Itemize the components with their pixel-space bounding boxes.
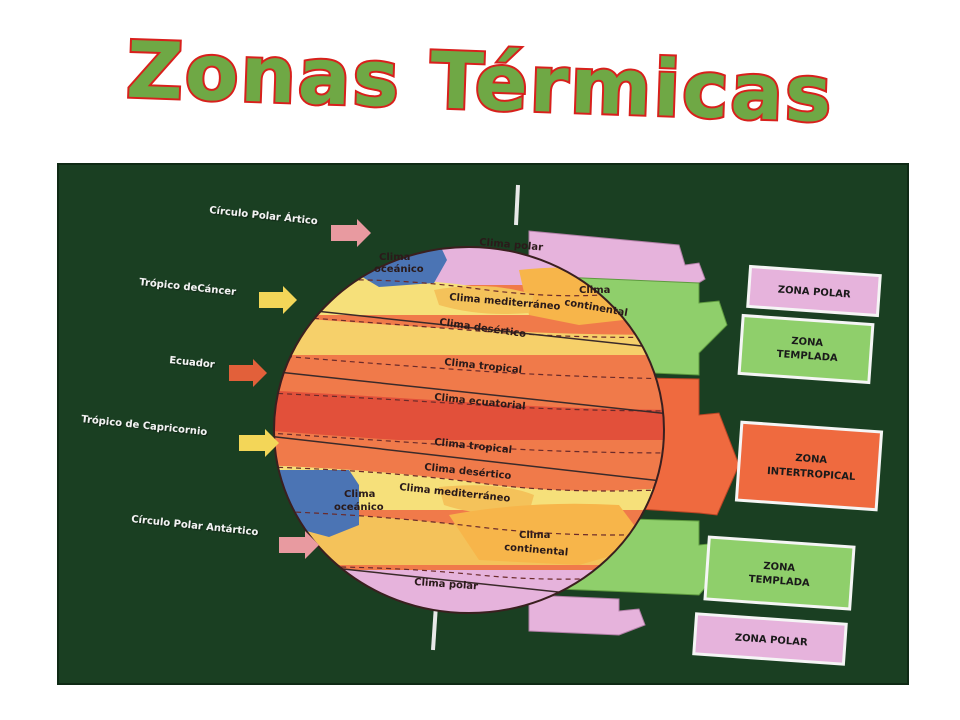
axis-south — [431, 604, 438, 651]
left-arrows — [229, 219, 371, 559]
label-clima-continental-norte-1: Clima — [579, 285, 610, 296]
label-clima-oceanico-sur-2: oceánico — [334, 501, 384, 513]
zone-templada-sur-1: ZONA — [763, 561, 796, 574]
label-clima-oceanico-norte-1: Clima — [379, 252, 410, 263]
zone-templada-norte-1: ZONA — [791, 336, 824, 349]
label-clima-oceanico-sur-1: Clima — [344, 489, 375, 500]
zone-polar-sur: ZONA POLAR — [734, 632, 808, 648]
page-title: Zonas Térmicas — [123, 24, 837, 143]
diagram-canvas: Clima polar Clima oceánico Clima contine… — [81, 184, 884, 666]
zone-polar-norte: ZONA POLAR — [777, 284, 851, 300]
label-circulo-polar-antartico: Círculo Polar Antártico — [131, 513, 259, 538]
zone-intertropical-1: ZONA — [795, 453, 828, 466]
label-clima-polar-sur: Clima polar — [414, 577, 479, 592]
zone-templada-norte-2: TEMPLADA — [776, 349, 838, 364]
label-tropico-cancer: Trópico deCáncer — [139, 276, 237, 298]
globe — [273, 246, 665, 614]
label-clima-oceanico-norte-2: oceánico — [374, 263, 424, 275]
label-clima-continental-sur-1: Clima — [519, 530, 550, 541]
zone-boxes — [692, 264, 884, 666]
label-tropico-capricornio: Trópico de Capricornio — [81, 413, 208, 438]
climate-zones-diagram: Clima polar Clima oceánico Clima contine… — [57, 163, 909, 685]
label-ecuador: Ecuador — [169, 355, 216, 371]
label-circulo-polar-artico: Círculo Polar Ártico — [209, 203, 319, 227]
zone-templada-sur-2: TEMPLADA — [748, 574, 810, 589]
axis-north — [514, 184, 520, 226]
